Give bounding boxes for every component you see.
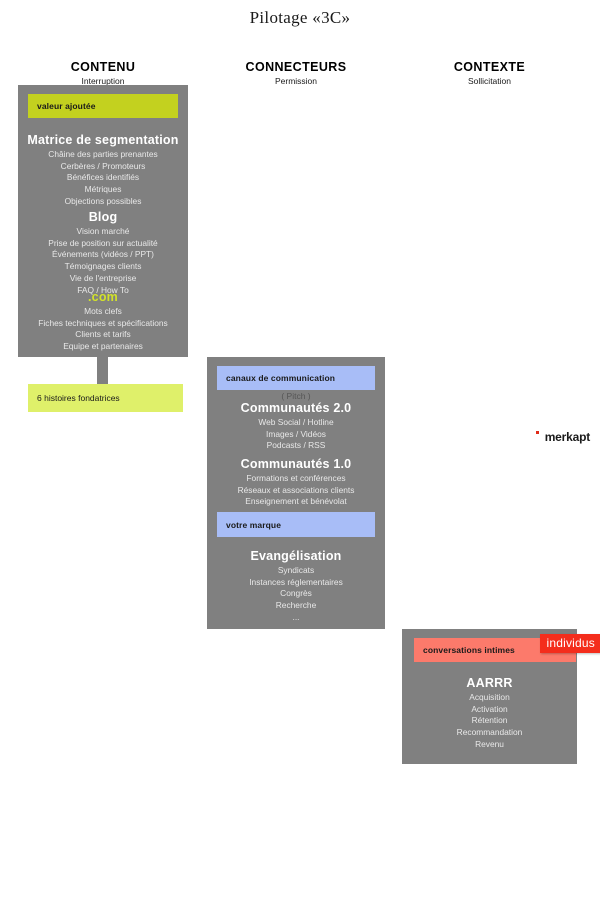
- column-subheader-contexte: Sollicitation: [402, 76, 577, 86]
- block-item: Objections possibles: [18, 196, 188, 208]
- block-evangelisation: Evangélisation Syndicats Instances régle…: [207, 549, 385, 624]
- block-item: Instances réglementaires: [207, 577, 385, 589]
- block-item: Fiches techniques et spécifications: [18, 318, 188, 330]
- label-box-valeur-ajoutee-text: valeur ajoutée: [37, 101, 96, 111]
- label-box-canaux-de-communication[interactable]: canaux de communication: [217, 366, 375, 390]
- block-item: Châine des parties prenantes: [18, 149, 188, 161]
- block-item: Revenu: [402, 739, 577, 751]
- block-item: ...: [207, 612, 385, 624]
- block-dot-com: .com Mots clefs Fiches techniques et spé…: [18, 290, 188, 353]
- block-communautes-1-0: Communautés 1.0 Formations et conférence…: [207, 457, 385, 508]
- logo-text: merkapt: [545, 430, 590, 444]
- column-header-connecteurs: CONNECTEURS: [207, 60, 385, 74]
- block-blog: Blog Vision marché Prise de position sur…: [18, 210, 188, 297]
- label-box-canaux-text: canaux de communication: [226, 373, 335, 383]
- block-item: Événements (vidéos / PPT): [18, 249, 188, 261]
- block-item: Cerbères / Promoteurs: [18, 161, 188, 173]
- block-item: Formations et conférences: [207, 473, 385, 485]
- block-item: Acquisition: [402, 692, 577, 704]
- logo-accent-dot-icon: [536, 431, 539, 434]
- label-box-conversations-text: conversations intimes: [423, 645, 515, 655]
- page-title: Pilotage «3C»: [0, 8, 600, 28]
- block-item: Prise de position sur actualité: [18, 238, 188, 250]
- block-communautes-2-0: Communautés 2.0 Web Social / Hotline Ima…: [207, 401, 385, 452]
- block-title: AARRR: [402, 676, 577, 692]
- block-item: Equipe et partenaires: [18, 341, 188, 353]
- block-title: Communautés 1.0: [207, 457, 385, 473]
- block-title: Evangélisation: [207, 549, 385, 565]
- label-box-votre-marque-text: votre marque: [226, 520, 281, 530]
- block-item: Images / Vidéos: [207, 429, 385, 441]
- column-header-contenu: CONTENU: [18, 60, 188, 74]
- column-contexte: CONTEXTE Sollicitation: [402, 60, 577, 86]
- column-header-contexte: CONTEXTE: [402, 60, 577, 74]
- merkapt-logo: merkapt: [545, 430, 590, 444]
- block-title: .com: [18, 290, 188, 306]
- block-matrice-de-segmentation: Matrice de segmentation Châine des parti…: [18, 133, 188, 208]
- block-item: Clients et tarifs: [18, 329, 188, 341]
- footer-box-histoires-fondatrices[interactable]: 6 histoires fondatrices: [28, 384, 183, 412]
- panel-contexte-upper: conversations intimes individus AARRR Ac…: [402, 629, 577, 764]
- block-item: Recherche: [207, 600, 385, 612]
- block-item: Activation: [402, 704, 577, 716]
- block-item: Vie de l'entreprise: [18, 273, 188, 285]
- badge-individus[interactable]: individus: [540, 634, 600, 653]
- block-item: Réseaux et associations clients: [207, 485, 385, 497]
- block-title: Communautés 2.0: [207, 401, 385, 417]
- column-connecteurs: CONNECTEURS Permission: [207, 60, 385, 86]
- block-item: Vision marché: [18, 226, 188, 238]
- block-item: Recommandation: [402, 727, 577, 739]
- block-item: Bénéfices identifiés: [18, 172, 188, 184]
- footer-box-text: 6 histoires fondatrices: [37, 393, 120, 403]
- block-item: Syndicats: [207, 565, 385, 577]
- block-title: Blog: [18, 210, 188, 226]
- column-contenu: CONTENU Interruption: [18, 60, 188, 86]
- block-item: Témoignages clients: [18, 261, 188, 273]
- block-item: Mots clefs: [18, 306, 188, 318]
- connector-contenu: [97, 357, 108, 384]
- block-aarrr: AARRR Acquisition Activation Rétention R…: [402, 676, 577, 751]
- block-item: Podcasts / RSS: [207, 440, 385, 452]
- block-item: Congrès: [207, 588, 385, 600]
- block-title: Matrice de segmentation: [18, 133, 188, 149]
- footer-text-pitch: ( Pitch ): [207, 391, 385, 401]
- block-item: Web Social / Hotline: [207, 417, 385, 429]
- label-box-valeur-ajoutee[interactable]: valeur ajoutée: [28, 94, 178, 118]
- label-box-conversations-intimes[interactable]: conversations intimes individus: [414, 638, 576, 662]
- label-box-votre-marque[interactable]: votre marque: [217, 512, 375, 537]
- column-subheader-connecteurs: Permission: [207, 76, 385, 86]
- block-item: Métriques: [18, 184, 188, 196]
- block-item: Rétention: [402, 715, 577, 727]
- panel-contenu: valeur ajoutée Matrice de segmentation C…: [18, 85, 188, 357]
- block-item: Enseignement et bénévolat: [207, 496, 385, 508]
